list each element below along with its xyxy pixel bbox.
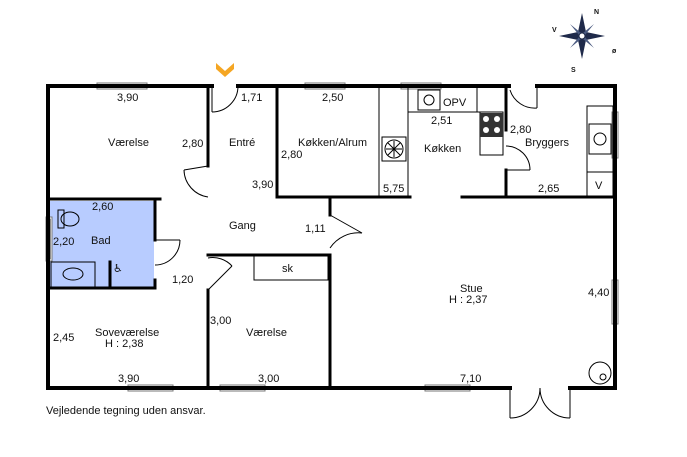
dim-3-00-vaerelse: 3,00 <box>210 315 231 327</box>
dim-1-71: 1,71 <box>241 92 262 104</box>
bryggers-fixtures <box>586 105 614 197</box>
compass-oe: ø <box>612 48 617 55</box>
compass-n: N <box>594 9 599 16</box>
room-label-koekken-alrum: Køkken/Alrum <box>298 137 367 149</box>
room-height-sovevaerelse: H : 2,38 <box>105 338 144 350</box>
dim-2-80-bryggers: 2,80 <box>510 124 531 136</box>
room-label-bryggers: Bryggers <box>525 137 570 149</box>
entrance-marker <box>216 63 234 77</box>
dim-1-11: 1,11 <box>305 223 326 235</box>
dim-2-50: 2,50 <box>322 92 343 104</box>
bathroom-fill <box>50 201 154 288</box>
fixture-labels: OPV sk V <box>282 97 603 275</box>
room-label-vaerelse-2: Værelse <box>246 327 287 339</box>
fixture-label-opv: OPV <box>443 97 467 109</box>
fixture-label-sk: sk <box>282 263 294 275</box>
dimension-labels: 3,90 1,71 2,50 2,51 2,80 2,80 2,80 3,90 … <box>53 92 609 385</box>
disclaimer-text: Vejledende tegning uden ansvar. <box>46 405 206 417</box>
bathroom-fixtures: ♿ <box>50 209 123 290</box>
room-height-stue: H : 2,37 <box>449 294 488 306</box>
dim-3-90-top: 3,90 <box>117 92 138 104</box>
room-label-koekken: Køkken <box>424 143 461 155</box>
dim-2-51: 2,51 <box>431 115 452 127</box>
dim-5-75: 5,75 <box>383 183 404 195</box>
compass-v: V <box>552 27 557 34</box>
dim-2-45: 2,45 <box>53 332 74 344</box>
kitchen-counter <box>378 88 504 197</box>
dim-4-40: 4,40 <box>588 287 609 299</box>
outer-walls <box>46 84 617 390</box>
room-label-gang: Gang <box>229 220 256 232</box>
dim-1-20: 1,20 <box>172 274 193 286</box>
dim-2-80-koekken: 2,80 <box>281 149 302 161</box>
compass-rose-icon: N V ø S <box>552 9 617 74</box>
room-labels: Værelse Entré Køkken/Alrum Køkken Brygge… <box>91 137 570 350</box>
room-label-vaerelse-1: Værelse <box>108 137 149 149</box>
dim-2-20: 2,20 <box>53 236 74 248</box>
dim-2-80-vaerelse: 2,80 <box>182 138 203 150</box>
dim-3-90-entre: 3,90 <box>252 179 273 191</box>
room-label-bad: Bad <box>91 235 111 247</box>
compass-s: S <box>571 67 576 74</box>
dim-2-60: 2,60 <box>92 201 113 213</box>
dim-2-65: 2,65 <box>538 183 559 195</box>
room-label-entre: Entré <box>229 137 255 149</box>
svg-text:♿: ♿ <box>113 263 123 275</box>
room-label-sovevaerelse: Soveværelse <box>95 327 159 339</box>
closet <box>253 255 329 281</box>
interior-walls <box>48 84 617 390</box>
doors <box>154 85 571 419</box>
room-label-stue: Stue <box>460 283 483 295</box>
dim-7-10: 7,10 <box>460 373 481 385</box>
dim-3-00-bottom: 3,00 <box>258 373 279 385</box>
wood-stove <box>588 361 612 385</box>
fixture-label-v: V <box>595 180 603 192</box>
dim-3-90-bottom: 3,90 <box>118 373 139 385</box>
